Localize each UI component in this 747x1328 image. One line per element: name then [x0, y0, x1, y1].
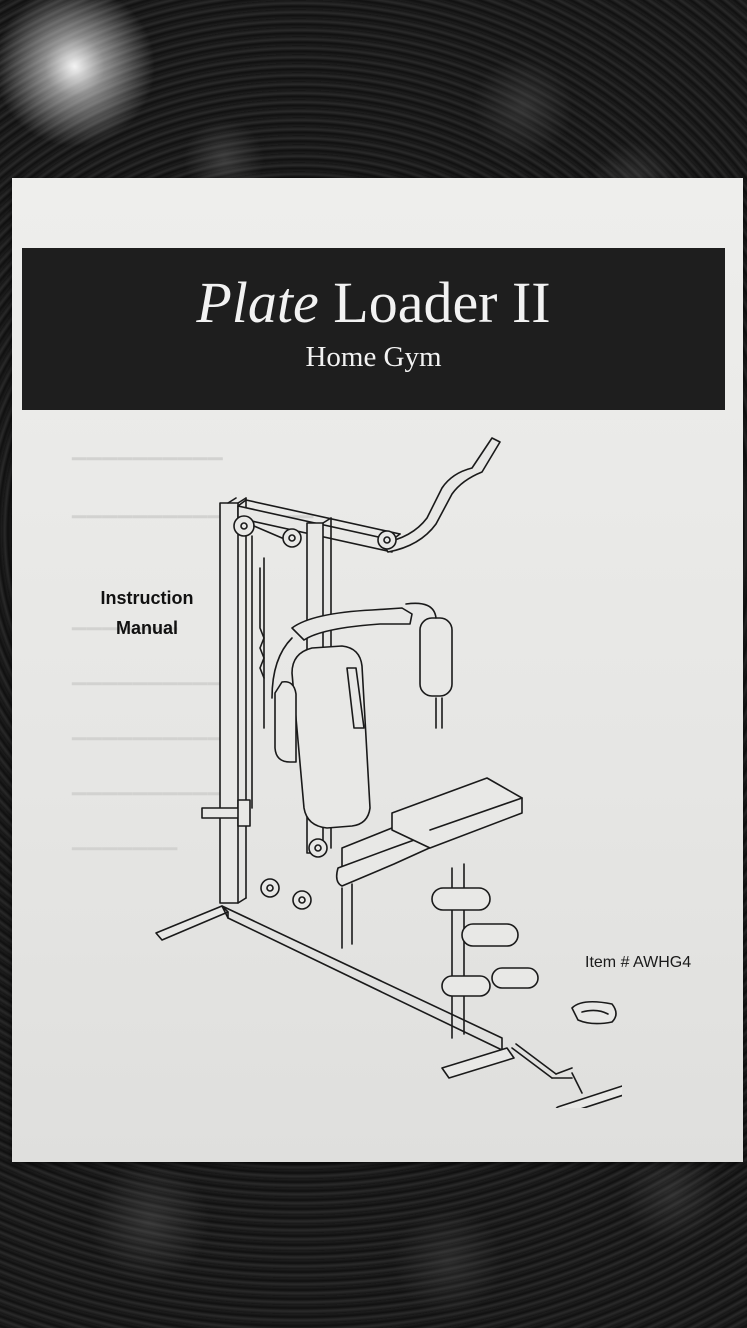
label-line-2: Manual	[115, 618, 178, 638]
show-through-text: ▔▔▔▔▔▔▔	[72, 849, 178, 870]
show-through-text: ▔▔▔▔▔▔▔	[72, 629, 178, 650]
manual-cover: ▔▔▔▔▔▔▔▔▔▔ ▔▔▔▔▔▔▔▔▔▔▔▔▔▔▔▔ ▔▔▔▔▔▔▔ ▔▔▔▔…	[12, 178, 743, 1162]
manual-title: Plate Loader II	[22, 270, 725, 336]
title-rest: Loader II	[333, 270, 551, 335]
label-line-1: Instruction	[100, 588, 194, 608]
show-through-text: ▔▔▔▔▔▔▔▔▔▔	[72, 459, 224, 480]
item-number: Item # AWHG4	[585, 954, 692, 971]
home-gym-machine-drawing-icon	[155, 437, 622, 1108]
instruction-manual-label: Instruction Manual	[82, 583, 212, 643]
title-italic: Plate	[196, 270, 319, 335]
show-through-text: ▔▔▔▔▔▔▔▔▔▔	[72, 739, 224, 760]
show-through-text: ▔▔▔▔▔▔▔▔▔▔▔	[72, 684, 239, 705]
manual-subtitle: Home Gym	[305, 341, 442, 373]
show-through-text: ▔▔▔▔▔▔▔▔▔▔	[72, 794, 224, 815]
title-banner: Plate Loader II Home Gym	[22, 248, 725, 410]
